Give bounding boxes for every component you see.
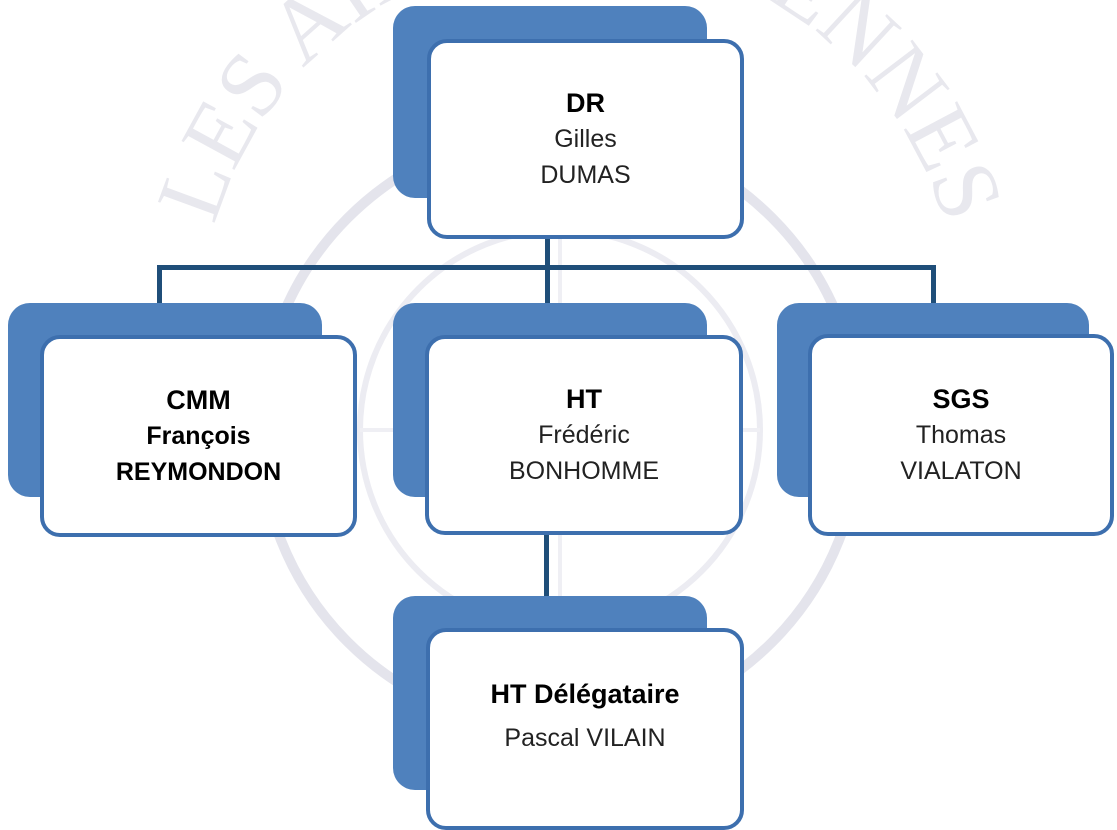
node-cmm-role: CMM (166, 385, 231, 415)
node-cmm-name-line2: REYMONDON (115, 458, 282, 486)
node-ht-delegataire-card: HT Délégataire Pascal VILAIN (426, 628, 744, 830)
node-cmm-name-line1: François (146, 422, 251, 450)
node-ht-card: HT Frédéric BONHOMME (425, 335, 743, 535)
node-dr-card: DR Gilles DUMAS (427, 39, 744, 239)
node-sgs-card: SGS Thomas VIALATON (808, 334, 1114, 536)
node-ht-role: HT (566, 384, 602, 414)
node-sgs: SGS Thomas VIALATON (777, 303, 1117, 537)
node-ht-delegataire-name: Pascal VILAIN (504, 724, 666, 752)
node-dr: DR Gilles DUMAS (393, 6, 748, 239)
node-sgs-role: SGS (932, 384, 990, 414)
node-cmm-card: CMM François REYMONDON (40, 335, 357, 537)
node-ht-name-line1: Frédéric (538, 421, 630, 449)
connector-ht-htd (544, 532, 549, 598)
node-ht-delegataire: HT Délégataire Pascal VILAIN (393, 596, 747, 830)
node-cmm: CMM François REYMONDON (8, 303, 358, 538)
node-sgs-name-line1: Thomas (915, 421, 1007, 449)
node-ht-name-line2: BONHOMME (509, 457, 659, 485)
connector-ht-drop (545, 265, 550, 305)
connector-dr-down (545, 232, 550, 268)
node-ht: HT Frédéric BONHOMME (393, 303, 746, 536)
node-dr-name-line1: Gilles (554, 125, 617, 153)
node-sgs-name-line2: VIALATON (900, 457, 1022, 485)
node-ht-delegataire-role: HT Délégataire (490, 679, 680, 709)
node-dr-name-line2: DUMAS (540, 161, 631, 189)
connector-cmm-drop (157, 265, 162, 305)
node-dr-role: DR (566, 88, 605, 118)
connector-sgs-drop (931, 265, 936, 305)
